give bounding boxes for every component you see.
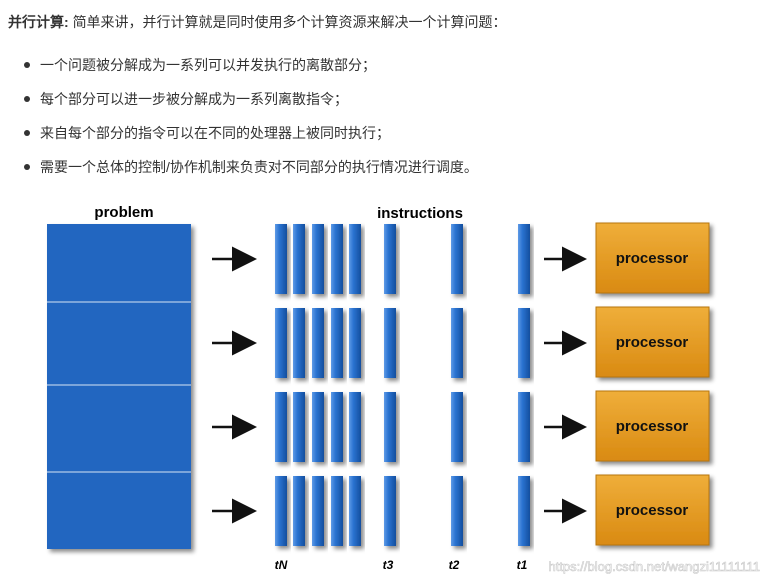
instruction-row: processor: [212, 222, 710, 294]
intro-paragraph: 并行计算: 简单来讲，并行计算就是同时使用多个计算资源来解决一个计算问题：: [8, 12, 760, 32]
instruction-bar: [451, 224, 463, 294]
instruction-bar: [518, 224, 530, 294]
problem-block: [47, 224, 191, 549]
instruction-bar: [451, 308, 463, 378]
intro-lead: 并行计算:: [8, 14, 69, 30]
instruction-bar: [293, 308, 305, 378]
processor-label: processor: [616, 334, 689, 351]
processor-label: processor: [616, 502, 689, 519]
instruction-bar: [349, 308, 361, 378]
bullet-dot-icon: [24, 62, 30, 68]
instruction-bar: [451, 476, 463, 546]
time-label-t1: t1: [517, 558, 528, 572]
bullet-text: 每个部分可以进一步被分解成为一系列离散指令；: [40, 91, 348, 107]
instruction-bar: [518, 392, 530, 462]
bullet-dot-icon: [24, 130, 30, 136]
instruction-bar: [331, 392, 343, 462]
bullet-item: 一个问题被分解成为一系列可以并发执行的离散部分；: [0, 54, 760, 88]
instruction-bar: [275, 476, 287, 546]
instruction-bar: [312, 308, 324, 378]
instruction-bar: [518, 476, 530, 546]
processor-box: [595, 222, 710, 294]
instruction-bar: [384, 392, 396, 462]
problem-label: problem: [94, 204, 153, 221]
instruction-bar: [384, 224, 396, 294]
instruction-bar: [312, 392, 324, 462]
bullet-item: 需要一个总体的控制/协作机制来负责对不同部分的执行情况进行调度。: [0, 156, 760, 190]
instruction-bar: [349, 392, 361, 462]
watermark: https://blog.csdn.net/wangzi11111111: [548, 559, 760, 574]
time-label-t3: t3: [383, 558, 394, 572]
bullet-item: 每个部分可以进一步被分解成为一系列离散指令；: [0, 88, 760, 122]
bullet-text: 一个问题被分解成为一系列可以并发执行的离散部分；: [40, 57, 376, 73]
instructions-label: instructions: [377, 205, 463, 222]
instruction-bar: [275, 392, 287, 462]
instruction-bar: [293, 224, 305, 294]
bullet-item: 来自每个部分的指令可以在不同的处理器上被同时执行；: [0, 122, 760, 156]
instruction-bar: [451, 392, 463, 462]
instruction-bar: [349, 224, 361, 294]
instruction-bar: [312, 476, 324, 546]
intro-text: 简单来讲，并行计算就是同时使用多个计算资源来解决一个计算问题：: [72, 14, 507, 30]
instruction-bar: [349, 476, 361, 546]
instruction-bar: [384, 476, 396, 546]
instruction-row: processor: [212, 390, 710, 462]
diagram-canvas: problem instructions processorprocessorp…: [47, 204, 760, 574]
instruction-bar: [331, 308, 343, 378]
bullet-text: 需要一个总体的控制/协作机制来负责对不同部分的执行情况进行调度。: [40, 159, 478, 175]
instruction-row: processor: [212, 474, 710, 546]
instruction-bar: [275, 308, 287, 378]
instruction-row: processor: [212, 306, 710, 378]
instruction-bar: [331, 476, 343, 546]
time-label-tn: tN: [275, 558, 288, 572]
instruction-bar: [312, 224, 324, 294]
bullet-dot-icon: [24, 96, 30, 102]
bullet-dot-icon: [24, 164, 30, 170]
instruction-bar: [275, 224, 287, 294]
processor-label: processor: [616, 250, 689, 267]
instruction-rows: processor processor processor processor: [212, 222, 710, 546]
processor-box: [595, 474, 710, 546]
problem-rect: [47, 224, 191, 549]
instruction-bar: [293, 392, 305, 462]
processor-box: [595, 306, 710, 378]
instruction-bar: [331, 224, 343, 294]
time-label-t2: t2: [449, 558, 460, 572]
bullet-text: 来自每个部分的指令可以在不同的处理器上被同时执行；: [40, 125, 390, 141]
instruction-bar: [384, 308, 396, 378]
instruction-bar: [518, 308, 530, 378]
instruction-bar: [293, 476, 305, 546]
bullet-list: 一个问题被分解成为一系列可以并发执行的离散部分； 每个部分可以进一步被分解成为一…: [0, 54, 760, 190]
processor-box: [595, 390, 710, 462]
processor-label: processor: [616, 418, 689, 435]
